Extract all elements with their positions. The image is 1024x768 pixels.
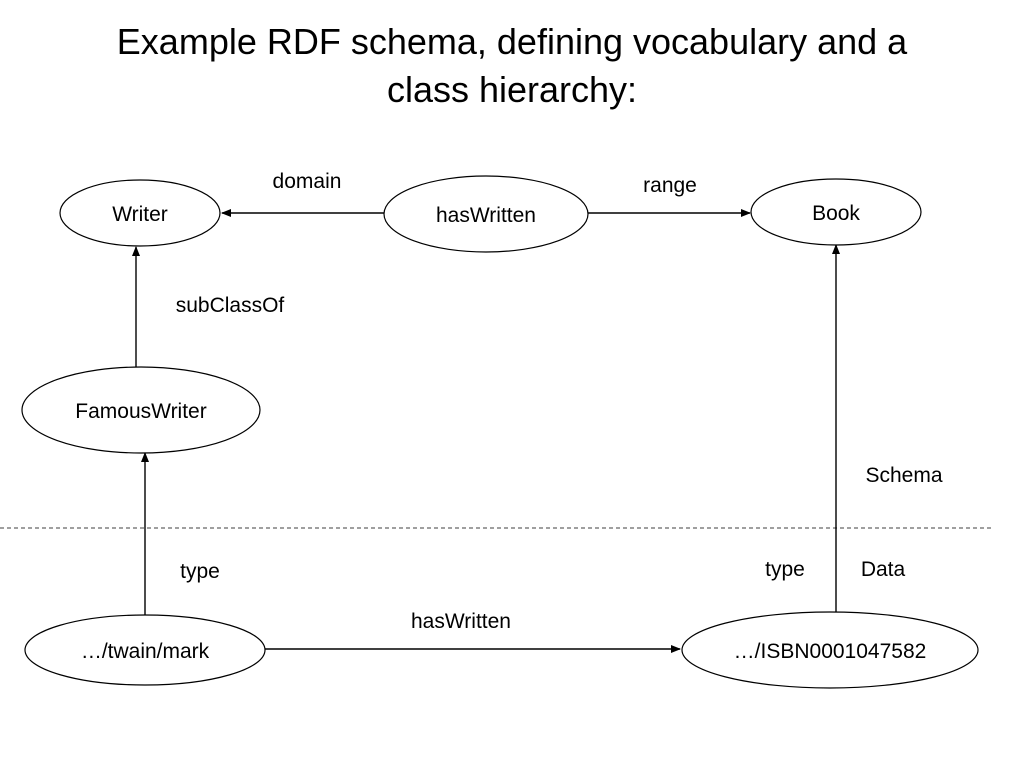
subclassof-label: subClassOf [176,294,285,317]
node-famous-writer-label: FamousWriter [75,400,206,423]
node-has-written-label: hasWritten [436,204,536,227]
type-label-left: type [180,560,220,583]
schema-section-label: Schema [865,464,942,487]
domain-label: domain [273,170,342,193]
title-line-1: Example RDF schema, defining vocabulary … [116,21,908,62]
node-isbn-label: …/ISBN0001047582 [734,640,927,663]
node-twain-mark-label: …/twain/mark [81,640,210,663]
title-line-2: class hierarchy: [386,69,638,110]
node-twain-mark: …/twain/mark [24,614,266,686]
range-label: range [643,174,697,197]
node-famous-writer: FamousWriter [21,366,261,454]
node-has-written: hasWritten [383,175,589,253]
data-section-label: Data [861,558,906,581]
type-label-right: type [765,558,805,581]
node-writer: Writer [59,179,221,247]
haswritten-data-label: hasWritten [411,610,511,633]
page-title: Example RDF schema, defining vocabulary … [0,18,1024,114]
node-isbn: …/ISBN0001047582 [681,611,979,689]
node-book-label: Book [812,202,860,225]
node-book: Book [750,178,922,246]
node-writer-label: Writer [112,203,168,226]
